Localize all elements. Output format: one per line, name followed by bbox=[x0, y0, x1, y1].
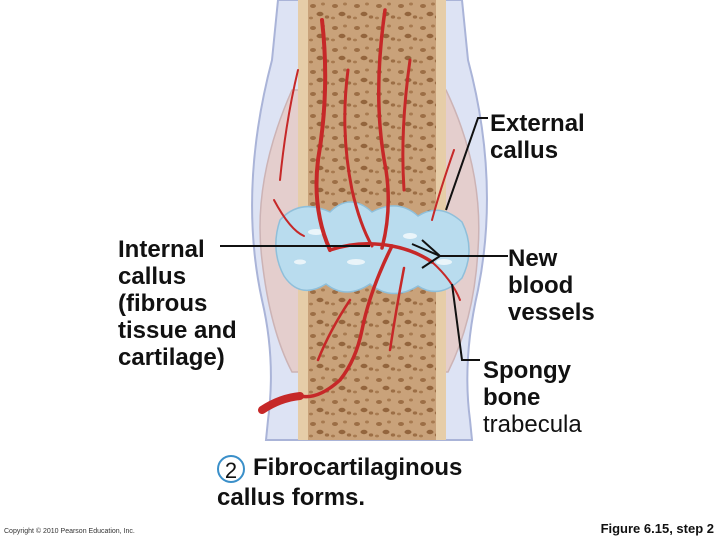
blood-vessels bbox=[258, 8, 461, 414]
copyright-notice: Copyright © 2010 Pearson Education, Inc. bbox=[4, 528, 135, 535]
caption-line-1: Fibrocartilaginous bbox=[253, 454, 463, 481]
label-internal-callus: Internal callus (fibrous tissue and cart… bbox=[118, 236, 237, 371]
leader-new-vessels-arrow bbox=[421, 239, 442, 269]
internal-callus bbox=[275, 201, 470, 295]
figure-reference: Figure 6.15, step 2 bbox=[600, 521, 714, 536]
leader-lines bbox=[220, 117, 508, 361]
label-external-callus: External callus bbox=[490, 110, 585, 164]
label-trabecula: trabecula bbox=[483, 411, 582, 438]
leader-external-callus bbox=[445, 117, 488, 211]
caption-line-2: callus forms. bbox=[217, 484, 366, 511]
leader-spongy-bone bbox=[451, 283, 480, 361]
step-caption: 2 Fibrocartilaginous callus forms. bbox=[217, 453, 462, 512]
step-number-badge: 2 bbox=[217, 455, 245, 483]
label-new-blood-vessels: New blood vessels bbox=[508, 245, 595, 326]
label-spongy-bone: Spongy bone trabecula bbox=[483, 357, 582, 438]
callus-fibers bbox=[294, 229, 452, 265]
